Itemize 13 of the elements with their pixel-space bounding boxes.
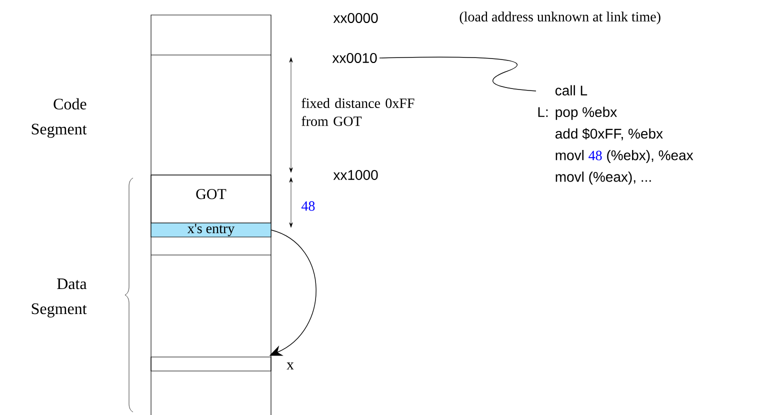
memory-cell bbox=[150, 356, 272, 372]
offset-label: 48 bbox=[301, 201, 315, 211]
memory-cell: x's entry bbox=[150, 222, 272, 238]
note-text: (load address unknown at link time) bbox=[460, 12, 660, 24]
segment-label: Code Segment bbox=[32, 98, 87, 138]
segment-label: Data Segment bbox=[32, 278, 87, 318]
leader-line bbox=[379, 56, 536, 92]
cell-label: x bbox=[286, 362, 294, 370]
note-text: fixed distance 0xFF from GOT bbox=[302, 98, 414, 126]
address-label: xx0000 bbox=[333, 13, 378, 23]
code-listing: call L L: pop %ebx add $0xFF, %ebx movl 48 (%ebx), %eax movl (%eax), ... bbox=[538, 85, 694, 185]
address-label: xx0010 bbox=[332, 53, 377, 63]
address-label: xx1000 bbox=[333, 170, 378, 180]
